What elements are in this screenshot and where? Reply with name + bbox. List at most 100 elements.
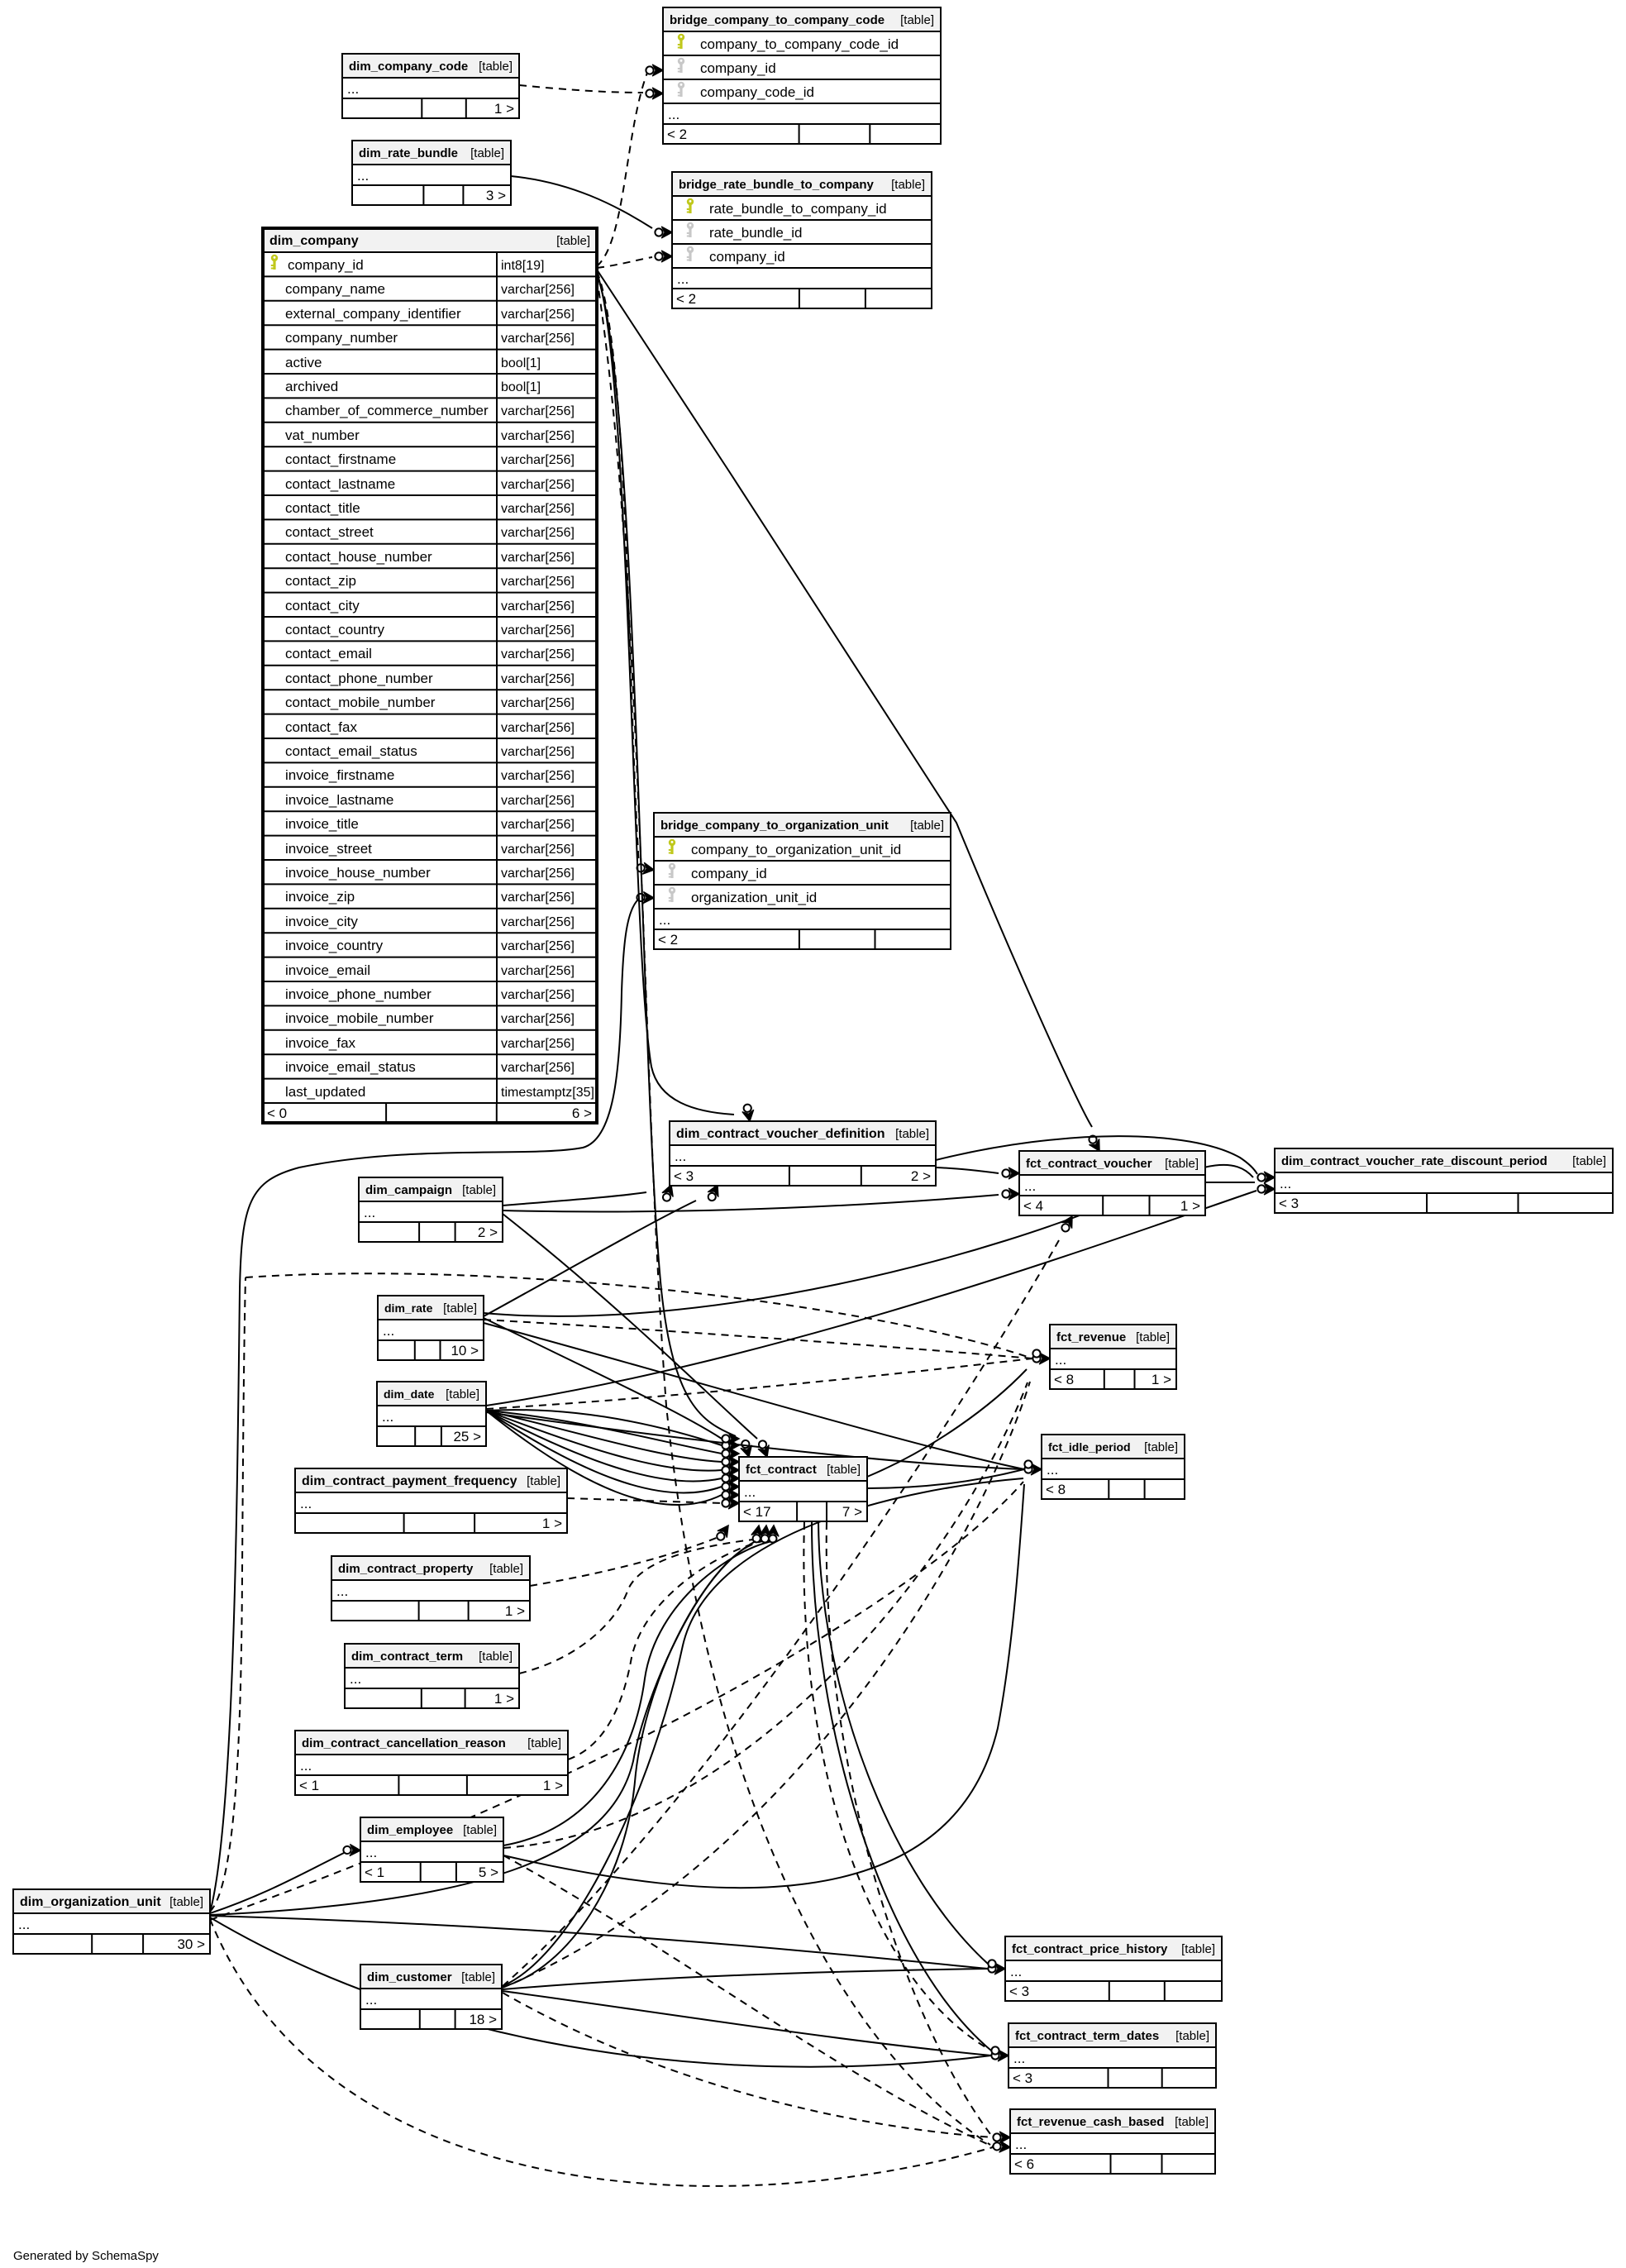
svg-text:varchar[256]: varchar[256] bbox=[501, 915, 575, 929]
svg-text:varchar[256]: varchar[256] bbox=[501, 890, 575, 905]
svg-text:bridge_rate_bundle_to_company: bridge_rate_bundle_to_company bbox=[679, 178, 875, 192]
svg-text:...: ... bbox=[1013, 2051, 1025, 2066]
svg-text:dim_company: dim_company bbox=[269, 234, 359, 248]
svg-text:contact_firstname: contact_firstname bbox=[285, 451, 396, 467]
svg-text:contact_phone_number: contact_phone_number bbox=[285, 671, 433, 686]
svg-text:rate_bundle_id: rate_bundle_id bbox=[709, 225, 802, 241]
svg-text:invoice_lastname: invoice_lastname bbox=[285, 792, 393, 808]
svg-text:...: ... bbox=[18, 1917, 30, 1932]
svg-text:varchar[256]: varchar[256] bbox=[501, 332, 575, 346]
svg-text:[table]: [table] bbox=[1175, 2029, 1209, 2043]
svg-text:contact_email: contact_email bbox=[285, 646, 372, 661]
svg-text:contact_house_number: contact_house_number bbox=[285, 549, 432, 565]
svg-text:varchar[256]: varchar[256] bbox=[501, 769, 575, 783]
svg-text:int8[19]: int8[19] bbox=[501, 259, 544, 273]
svg-text:contact_city: contact_city bbox=[285, 598, 360, 614]
svg-text:varchar[256]: varchar[256] bbox=[501, 647, 575, 661]
svg-text:varchar[256]: varchar[256] bbox=[501, 551, 575, 565]
svg-text:6 >: 6 > bbox=[572, 1105, 592, 1121]
svg-text:< 17: < 17 bbox=[743, 1504, 771, 1520]
svg-text:...: ... bbox=[300, 1758, 312, 1774]
svg-text:last_updated: last_updated bbox=[285, 1084, 365, 1100]
svg-text:external_company_identifier: external_company_identifier bbox=[285, 306, 461, 322]
svg-text:varchar[256]: varchar[256] bbox=[501, 988, 575, 1002]
svg-text:30 >: 30 > bbox=[177, 1936, 205, 1952]
svg-text:[table]: [table] bbox=[900, 13, 934, 27]
svg-text:varchar[256]: varchar[256] bbox=[501, 964, 575, 978]
svg-text:invoice_email_status: invoice_email_status bbox=[285, 1059, 416, 1075]
svg-text:...: ... bbox=[350, 1671, 361, 1687]
svg-text:dim_rate: dim_rate bbox=[384, 1301, 433, 1315]
svg-text:2 >: 2 > bbox=[478, 1225, 498, 1240]
svg-text:varchar[256]: varchar[256] bbox=[501, 429, 575, 443]
svg-text:organization_unit_id: organization_unit_id bbox=[691, 890, 817, 905]
svg-text:7 >: 7 > bbox=[842, 1504, 862, 1520]
svg-text:...: ... bbox=[336, 1583, 348, 1599]
svg-text:[table]: [table] bbox=[1136, 1330, 1170, 1344]
svg-text:3 >: 3 > bbox=[486, 188, 506, 203]
svg-text:invoice_country: invoice_country bbox=[285, 938, 384, 953]
svg-text:fct_contract_voucher: fct_contract_voucher bbox=[1026, 1157, 1152, 1171]
svg-text:[table]: [table] bbox=[1572, 1154, 1606, 1168]
svg-text:dim_contract_voucher_definitio: dim_contract_voucher_definition bbox=[676, 1127, 885, 1141]
svg-text:invoice_mobile_number: invoice_mobile_number bbox=[285, 1010, 434, 1026]
svg-text:invoice_fax: invoice_fax bbox=[285, 1035, 356, 1051]
svg-text:varchar[256]: varchar[256] bbox=[501, 794, 575, 808]
svg-text:varchar[256]: varchar[256] bbox=[501, 502, 575, 516]
svg-text:vat_number: vat_number bbox=[285, 427, 360, 443]
svg-text:[table]: [table] bbox=[527, 1736, 561, 1750]
svg-text:company_id: company_id bbox=[709, 249, 785, 265]
svg-text:varchar[256]: varchar[256] bbox=[501, 745, 575, 759]
svg-text:archived: archived bbox=[285, 379, 338, 394]
svg-text:[table]: [table] bbox=[556, 234, 590, 248]
svg-text:...: ... bbox=[1024, 1178, 1036, 1194]
svg-text:18 >: 18 > bbox=[469, 2012, 497, 2027]
svg-text:varchar[256]: varchar[256] bbox=[501, 1061, 575, 1075]
svg-text:company_id: company_id bbox=[691, 866, 767, 881]
svg-text:invoice_street: invoice_street bbox=[285, 841, 372, 857]
svg-text:fct_contract_price_history: fct_contract_price_history bbox=[1012, 1942, 1168, 1956]
svg-text:[table]: [table] bbox=[461, 1970, 495, 1984]
svg-text:[table]: [table] bbox=[1181, 1942, 1215, 1956]
svg-text:...: ... bbox=[365, 1992, 377, 2008]
svg-text:company_id: company_id bbox=[700, 60, 776, 76]
svg-text:bridge_company_to_organization: bridge_company_to_organization_unit bbox=[660, 819, 889, 833]
svg-text:[table]: [table] bbox=[443, 1301, 477, 1315]
svg-text:dim_rate_bundle: dim_rate_bundle bbox=[359, 146, 458, 160]
svg-text:varchar[256]: varchar[256] bbox=[501, 283, 575, 297]
svg-text:1 >: 1 > bbox=[505, 1603, 525, 1619]
svg-text:1 >: 1 > bbox=[494, 1691, 514, 1707]
svg-text:varchar[256]: varchar[256] bbox=[501, 453, 575, 467]
svg-text:< 4: < 4 bbox=[1023, 1198, 1043, 1214]
svg-text:dim_contract_property: dim_contract_property bbox=[338, 1562, 474, 1576]
svg-text:< 2: < 2 bbox=[658, 932, 678, 948]
svg-text:< 2: < 2 bbox=[667, 127, 687, 142]
svg-text:varchar[256]: varchar[256] bbox=[501, 1037, 575, 1051]
svg-text:contact_lastname: contact_lastname bbox=[285, 476, 395, 492]
svg-text:varchar[256]: varchar[256] bbox=[501, 721, 575, 735]
svg-text:2 >: 2 > bbox=[911, 1168, 931, 1184]
svg-text:company_to_company_code_id: company_to_company_code_id bbox=[700, 36, 899, 52]
svg-text:dim_date: dim_date bbox=[384, 1387, 435, 1401]
svg-text:company_name: company_name bbox=[285, 281, 385, 297]
svg-text:[table]: [table] bbox=[1175, 2115, 1209, 2129]
svg-text:dim_campaign: dim_campaign bbox=[365, 1183, 452, 1197]
svg-text:...: ... bbox=[382, 1409, 393, 1425]
svg-text:varchar[256]: varchar[256] bbox=[501, 623, 575, 637]
svg-text:...: ... bbox=[659, 912, 670, 928]
svg-text:contact_mobile_number: contact_mobile_number bbox=[285, 695, 436, 710]
svg-text:fct_contract_term_dates: fct_contract_term_dates bbox=[1015, 2029, 1159, 2043]
svg-text:...: ... bbox=[668, 107, 679, 122]
svg-text:...: ... bbox=[357, 168, 369, 184]
svg-text:bool[1]: bool[1] bbox=[501, 380, 541, 394]
svg-text:varchar[256]: varchar[256] bbox=[501, 867, 575, 881]
svg-text:[table]: [table] bbox=[479, 60, 513, 74]
svg-text:[table]: [table] bbox=[827, 1463, 861, 1477]
svg-text:...: ... bbox=[1015, 2137, 1027, 2152]
svg-text:< 0: < 0 bbox=[267, 1105, 287, 1121]
svg-text:Generated by SchemaSpy: Generated by SchemaSpy bbox=[13, 2249, 159, 2263]
svg-text:contact_email_status: contact_email_status bbox=[285, 743, 417, 759]
svg-text:...: ... bbox=[744, 1484, 756, 1500]
svg-text:varchar[256]: varchar[256] bbox=[501, 818, 575, 832]
svg-text:contact_country: contact_country bbox=[285, 622, 385, 637]
